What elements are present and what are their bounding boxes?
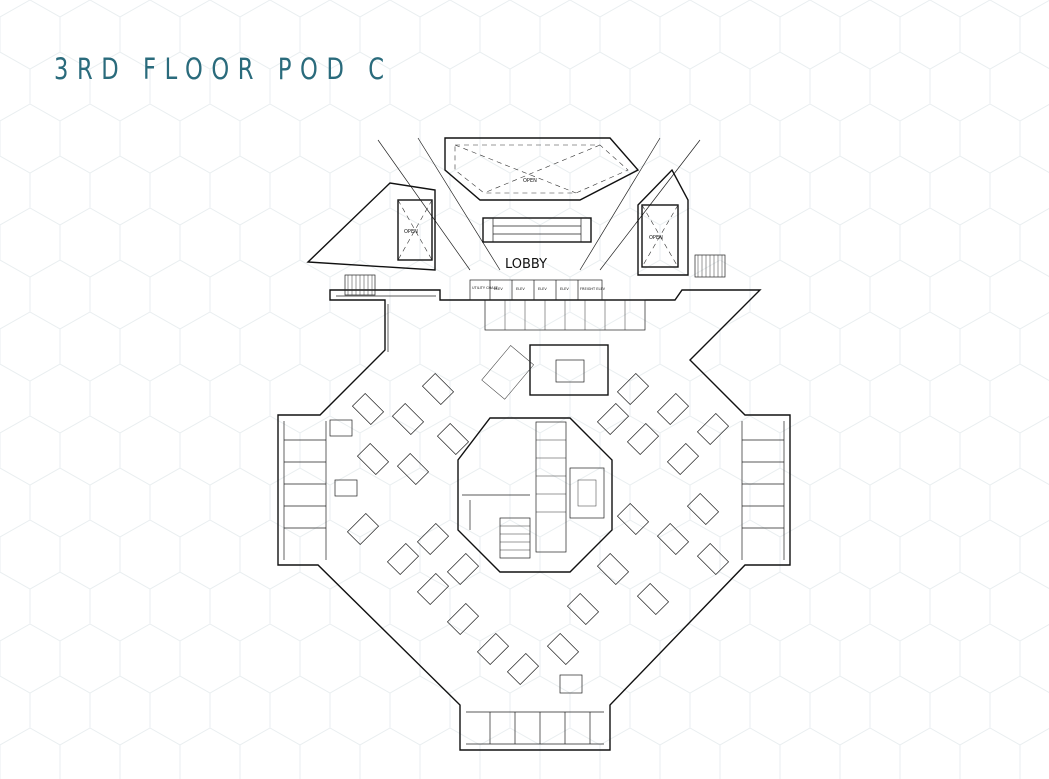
left-wing	[306, 182, 436, 271]
central-core	[457, 417, 613, 573]
core-label-utility: UTILITY CHASE	[472, 286, 498, 290]
core-label-elev-2: ELEV	[516, 287, 525, 291]
right-open-shaft	[641, 204, 679, 268]
core-label-elev-1: ELEV	[494, 287, 503, 291]
west-offices	[284, 439, 326, 529]
workstations-ne	[596, 372, 730, 476]
core-stair	[499, 517, 531, 559]
core-label-freight: FREIGHT ELEV	[580, 287, 606, 291]
building-outline	[277, 289, 791, 751]
lobby-label: LOBBY	[505, 257, 547, 272]
page-title: 3RD FLOOR POD C	[54, 52, 393, 86]
workstations-nw	[329, 372, 470, 486]
open-atrium	[444, 137, 640, 201]
left-open-shaft	[397, 199, 433, 261]
open-label-atrium: OPEN	[523, 178, 537, 184]
south-offices	[489, 712, 591, 744]
workstations-se	[546, 492, 730, 694]
open-label-right: OPEN	[649, 235, 663, 241]
east-offices	[742, 439, 784, 529]
core-label-elev-4: ELEV	[560, 287, 569, 291]
escalator	[482, 217, 592, 243]
workstations-sw	[334, 479, 540, 686]
conference-room	[529, 344, 609, 396]
core-label-elev-3: ELEV	[538, 287, 547, 291]
right-wing	[637, 168, 689, 276]
open-label-left: OPEN	[404, 229, 418, 235]
